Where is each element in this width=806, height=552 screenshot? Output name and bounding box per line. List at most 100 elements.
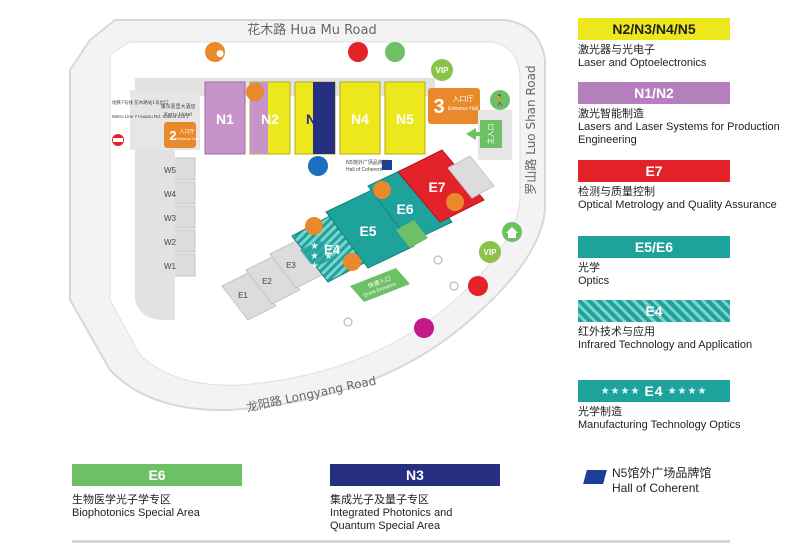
entrance-hall-2[interactable] [164,122,196,148]
legend-en: Biophotonics Special Area [72,507,200,519]
legend-cn: 红外技术与应用 [578,326,655,338]
hall-e2[interactable] [245,255,301,305]
legend-text-n1-n2: 激光智能制造 Lasers and Laser Systems for Prod… [578,108,788,147]
coffee-icon[interactable] [308,156,328,176]
vip-top-icon[interactable] [431,59,453,81]
coherent-legend-cn: N5馆外广场品牌馆 [612,466,712,480]
quick-entrance[interactable] [350,268,410,302]
hall-n1-label: N1 [216,111,234,127]
hall-e5[interactable] [325,189,415,269]
vip-top-label: VIP [436,66,450,75]
mic-icon-e4[interactable] [305,217,323,235]
legend-text-e4-manufacturing: 光学制造 Manufacturing Technology Optics [578,406,788,432]
legend-bar-e4-infrared: E4 [578,300,730,322]
mic-icon-n2[interactable] [246,83,264,101]
legend-bar-n1-n2: N1/N2 [578,82,730,104]
kerry-hotel-en: Kerry Hotel [164,112,192,118]
home-glyph [506,227,518,238]
hall-n5[interactable] [384,81,426,155]
registration-icon-n5[interactable] [385,42,405,62]
coherent-cn: N5馆外广场品牌馆 [346,159,388,166]
legend-bar-e7: E7 [578,160,730,182]
coherent-legend-swatch [583,470,607,484]
vip-bottom-icon[interactable] [479,241,501,263]
talk-icon-n1[interactable] [205,42,225,62]
legend-cn: 光学制造 [578,406,622,418]
legend-bar-e6-biophotonics: E6 [72,464,242,486]
entrance-2-en: Entrance Hall [175,136,199,141]
legend-cn: 激光智能制造 [578,108,644,120]
entrance-3-number: 3 [433,96,444,118]
coherent-marker[interactable] [382,160,392,170]
legend-en: Optics [578,275,610,287]
hall-w2-label: W2 [164,238,177,247]
e-service-block [447,155,495,199]
main-entrance-label: 主入口 [486,124,495,145]
handshake-icon-n4[interactable] [348,42,368,62]
metro-en: Metro Line 7 Huamu Rd. Station Exit 1 [112,114,189,119]
hall-w5-label: W5 [164,166,177,175]
hall-n4-label: N4 [351,111,369,127]
west-corridor [135,150,175,320]
talk-glyph: ● [216,49,224,59]
mic-icon-e6[interactable] [373,181,391,199]
coherent-en: Hall of Coherent [346,167,383,173]
entrance-2-cn: 入口厅 [179,129,194,135]
legend-text-n3-quantum: 集成光子及量子专区 Integrated Photonics and Quant… [330,494,490,533]
coherent-legend-text: N5馆外广场品牌馆 Hall of Coherent [612,466,711,496]
legend-en: Lasers and Laser Systems for Production … [578,121,780,146]
legend-en: Infrared Technology and Application [578,339,753,351]
entrance-3-cn: 入口厅 [453,95,474,103]
hall-n4[interactable] [339,81,381,155]
mic-icon-e5[interactable] [343,253,361,271]
legend-cn: 激光器与光电子 [578,44,655,56]
legend-title: E4 [644,383,664,399]
road-luo-shan: 罗山路 Luo Shan Road [523,65,538,194]
legend-cn: 集成光子及量子专区 [330,494,429,506]
legend-bar-e4-manufacturing: ★★★★ E4 ★★★★ [578,380,730,402]
parking-icon [433,255,443,265]
parking-icon [343,317,353,327]
metro-bar [113,138,123,142]
parking-icon [449,281,459,291]
entrance-2-number: 2 [169,128,176,143]
main-entrance-arrow-icon [466,128,484,140]
legend-text-e7: 检测与质量控制 Optical Metrology and Quality As… [578,186,788,212]
hall-n5-label: N5 [396,111,414,127]
legend-en: Manufacturing Technology Optics [578,419,741,431]
hall-e6-label: E6 [396,201,413,217]
west-halls [135,150,196,320]
legend-bar-e5-e6: E5/E6 [578,236,730,258]
handshake-icon-e[interactable] [468,276,488,296]
hall-w4-label: W4 [164,190,177,199]
pedestrian-icon [490,90,510,110]
hall-e4-label: E4 [324,242,341,257]
hall-e3-label: E3 [286,261,296,270]
hall-e7-label: E7 [428,179,445,195]
legend-en: Integrated Photonics and Quantum Special… [330,507,453,532]
hall-n2-label: N2 [261,111,279,127]
hall-n1[interactable] [204,81,246,155]
hall-e2-label: E2 [262,277,272,286]
hall-w3-label: W3 [164,214,177,223]
hall-e1[interactable] [221,271,277,321]
main-entrance[interactable] [480,120,502,148]
mail-icon[interactable] [414,318,434,338]
legend-en: Laser and Optoelectronics [578,57,707,69]
coherent-legend-en: Hall of Coherent [612,481,699,495]
bottom-divider [72,540,730,543]
entrance-hall-3[interactable] [428,88,480,124]
hall-w1-label: W1 [164,262,177,271]
mic-icon-e7[interactable] [446,193,464,211]
hall-e4-manufacturing [300,240,334,268]
legend-text-n2-n5: 激光器与光电子 Laser and Optoelectronics [578,44,788,70]
hall-e6-biophotonics [396,220,428,248]
legend-text-e6-biophotonics: 生物医学光子学专区 Biophotonics Special Area [72,494,200,520]
legend-cn: 检测与质量控制 [578,186,655,198]
entrance-3-en: Entrance Hall [448,106,478,112]
star-pattern-icon: ★★★★ [667,385,708,397]
hall-n3-quantum-part [313,82,335,154]
legend-bar-n3-quantum: N3 [330,464,500,486]
pedestrian-glyph: 🚶 [493,94,507,107]
